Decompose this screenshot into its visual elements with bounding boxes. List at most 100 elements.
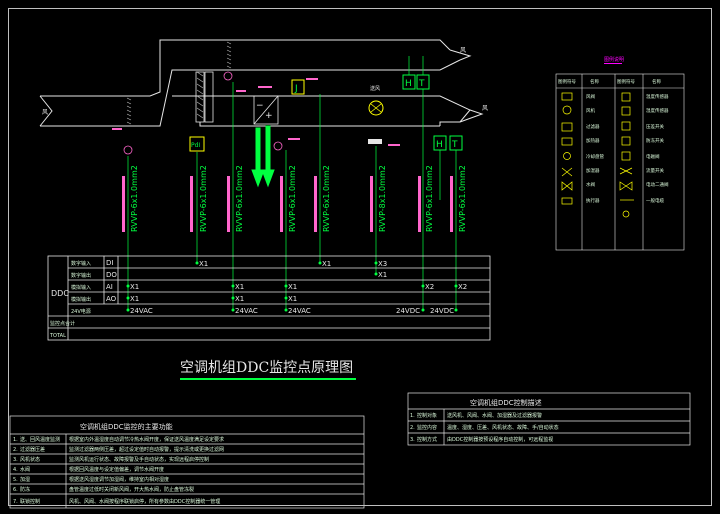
note-text: 监测风机运行状态、故障报警及手自动状态，实现远程启停控制 (69, 456, 209, 463)
legend-right-names: 温度传感器 湿度传感器 压差开关 防冻开关 电磁阀 流量开关 电动二通阀 一般电… (646, 93, 669, 204)
legend-name: 防冻开关 (646, 137, 664, 144)
note-label: 控制对象 (417, 412, 437, 419)
cable-label: RVVP-6x1.0mm2 (458, 165, 467, 232)
duct-label-left: 风 (42, 109, 48, 116)
note-label: 联锁控制 (20, 498, 40, 505)
air-duct (39, 39, 484, 127)
legend-name: 电动二通阀 (646, 181, 669, 188)
fan-blades (370, 103, 382, 113)
legend-name: 冷却盘管 (586, 153, 604, 160)
damper-stacks (126, 41, 232, 125)
note-text: 根据送风湿度调节加湿阀，维持室内相对湿度 (69, 476, 169, 483)
legend-header: 名称 (652, 78, 661, 85)
point-x1: X1 (130, 283, 139, 291)
point-x2: X2 (425, 283, 434, 291)
note-label: 监控内容 (417, 424, 437, 431)
note-text: 由DDC控制器按预设程序自动控制，可远程监视 (447, 436, 553, 443)
legend-header: 图例符号 (617, 78, 635, 85)
sensor-top-t: T (418, 79, 425, 89)
point-x3: X3 (378, 260, 387, 268)
pink-valve-markers (123, 71, 283, 155)
legend-name: 执行器 (586, 197, 600, 204)
filter-pressure-switch-box (189, 136, 205, 152)
note-num: 6. (13, 487, 18, 493)
point-24vac: 24VAC (235, 307, 258, 315)
signal-wires (127, 56, 457, 310)
row-label-power: 24V电源 (71, 308, 91, 315)
coil-minus: − (256, 101, 264, 111)
row-label-ao: 模拟输出 (71, 296, 91, 303)
note-text: 根据回风温度与设定值偏差，调节水阀开度 (69, 466, 164, 473)
duct-label-top-right: 风 (460, 47, 466, 54)
note-label: 防冻 (20, 486, 30, 493)
legend-grid (555, 73, 685, 251)
main-title: 空调机组DDC监控点原理图 (180, 360, 353, 376)
note-num: 1. (13, 437, 18, 443)
freeze-stat-box (291, 79, 305, 95)
legend-title: 图例说明 (604, 56, 624, 63)
note-label: 风机状态 (20, 456, 40, 463)
freeze-stat-letter: J (294, 84, 298, 94)
note-label: 控制方式 (417, 436, 437, 443)
fan-icon (368, 100, 384, 116)
point-x2: X2 (458, 283, 467, 291)
note-label: 加湿 (20, 476, 30, 483)
point-24vac: 24VAC (130, 307, 153, 315)
type-label-ai: AI (106, 283, 113, 291)
ddc-label: DDC (51, 289, 69, 298)
note-label: 过滤器压差 (20, 446, 45, 453)
main-title-underline (180, 378, 356, 380)
sensor-low-t: T (451, 140, 458, 150)
legend-name: 压差开关 (646, 123, 664, 130)
ddc-type-labels: DI DO AI AO (106, 259, 117, 303)
note-text: 根据室内外温湿度自动调节冷热水阀开度，保证送风温度满足设定要求 (69, 436, 224, 443)
filter-pressure-letters: PdI (191, 142, 200, 149)
note-num: 4. (13, 467, 18, 473)
point-24vdc: 24VDC (430, 307, 454, 315)
point-x1: X1 (288, 295, 297, 303)
cable-label: RVVP-6x1.0mm2 (322, 165, 331, 232)
cable-label: RVVP-6x1.0mm2 (425, 165, 434, 232)
point-x1: X1 (199, 260, 208, 268)
note-num: 3. (13, 457, 18, 463)
filter-section (195, 71, 214, 123)
note-num: 1. (410, 413, 415, 419)
notes-left-title: 空调机组DDC监控的主要功能 (80, 422, 173, 431)
ddc-point-dots (126, 261, 458, 312)
point-x1: X1 (288, 283, 297, 291)
legend-name: 加湿器 (586, 167, 600, 174)
legend-name: 湿度传感器 (646, 107, 669, 114)
notes-right-rows: 1. 控制对象 送风机、风阀、水阀、加湿器及过滤器报警 2. 监控内容 温度、湿… (410, 412, 559, 443)
water-flow-arrows (251, 125, 275, 188)
note-text: 送风机、风阀、水阀、加湿器及过滤器报警 (447, 412, 542, 419)
cable-label: RVVP-6x1.0mm2 (130, 165, 139, 232)
ddc-point-labels: X1 X1 X3 X1 X1 X1 X1 X2 X2 X1 X1 X1 24VA… (130, 260, 467, 315)
type-label-di: DI (106, 259, 113, 267)
cable-label: RVVP-6x1.0mm2 (288, 165, 297, 232)
note-text: 盘管温度过低时关闭新风阀，开大热水阀，防止盘管冻裂 (69, 486, 194, 493)
legend-header: 名称 (590, 78, 599, 85)
cable-descriptions (122, 176, 453, 232)
legend-name: 风机 (586, 107, 595, 114)
notes-right-grid (407, 392, 691, 446)
sensor-top-h: H (405, 79, 412, 89)
point-x1: X1 (235, 295, 244, 303)
legend-header: 图例符号 (558, 78, 576, 85)
row-label-total: TOTAL (49, 333, 66, 339)
ddc-table-grid (47, 255, 491, 341)
cable-label: RVVP-6x1.0mm2 (199, 165, 208, 232)
fan-label: 送风 (370, 85, 380, 92)
cooling-coil (253, 95, 279, 125)
symbol-annotations (112, 78, 400, 146)
row-label-ai: 模拟输入 (71, 284, 91, 291)
duct-label-right: 风 (482, 105, 488, 112)
legend-name: 温度传感器 (646, 93, 669, 100)
note-text: 风机、风阀、水阀按程序联锁启停，所有参数由DDC控制器统一管理 (69, 498, 220, 505)
legend-name: 过滤器 (586, 123, 600, 130)
legend-name: 加热器 (586, 137, 600, 144)
note-num: 5. (13, 477, 18, 483)
notes-left-grid (9, 415, 365, 509)
note-num: 3. (410, 437, 415, 443)
note-label: 送、回风温度监测 (20, 436, 60, 443)
